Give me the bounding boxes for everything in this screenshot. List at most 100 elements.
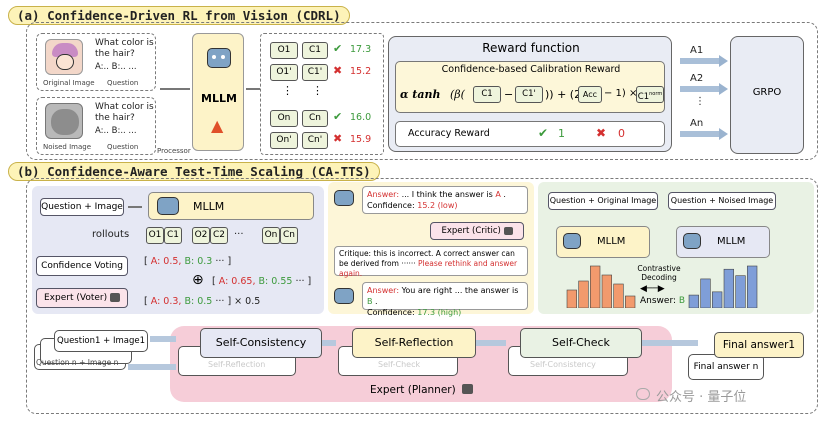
flow-arrow-3 bbox=[476, 340, 506, 346]
histogram-bar bbox=[712, 291, 723, 308]
part-a-title: (a) Confidence-Driven RL from Vision (CD… bbox=[8, 6, 350, 25]
contrastive-label: Contrastive Decoding bbox=[637, 264, 681, 282]
original-image-label: Original Image bbox=[43, 79, 95, 87]
output-ellipsis: ⋮ bbox=[695, 96, 705, 107]
check-icon: ✔ bbox=[333, 42, 343, 55]
expert-critic-label: Expert (Critic) bbox=[441, 226, 501, 236]
processor-label: Processor bbox=[157, 147, 191, 155]
stage3-ghost-label: Self-Consistency bbox=[530, 360, 596, 369]
question-image-pill: Question + Image bbox=[40, 198, 124, 216]
row4-output: On' bbox=[270, 132, 298, 149]
row2-score: 15.2 bbox=[350, 66, 372, 77]
check-icon: ✔ bbox=[333, 110, 343, 123]
question-back-label: Question n + Image n bbox=[36, 358, 119, 367]
check-icon: ✔ bbox=[538, 126, 549, 140]
arrow-an bbox=[680, 131, 720, 137]
final-answer-front: Final answer1 bbox=[714, 332, 804, 358]
stage2-ghost-label: Self-Check bbox=[378, 360, 421, 369]
self-consistency-box: Self-Consistency bbox=[200, 328, 322, 358]
flow-arrow-1 bbox=[150, 336, 176, 342]
rollout-cell-o2: O2 bbox=[192, 227, 210, 244]
formula-c1-norm: C1norm bbox=[636, 86, 664, 103]
accuracy-zero: 0 bbox=[618, 127, 625, 140]
row3-output: On bbox=[270, 110, 298, 127]
rollout-cell-c1: C1 bbox=[164, 227, 182, 244]
part-b-title: (b) Confidence-Aware Test-Time Scaling (… bbox=[8, 162, 380, 181]
arrow-a2-head bbox=[719, 83, 728, 95]
original-input-box: What color is the hair? A:.. B:.. ... Or… bbox=[36, 33, 156, 91]
expert-critic-pill: Expert (Critic) bbox=[430, 222, 524, 240]
robot-icon bbox=[334, 190, 354, 206]
histogram-bar bbox=[688, 294, 699, 308]
processor-arrow bbox=[160, 88, 190, 90]
reward-function-title: Reward function bbox=[482, 41, 580, 55]
formula-c1-prime: C1' bbox=[515, 86, 543, 103]
rollout-cell-cn: Cn bbox=[280, 227, 298, 244]
crosshair-icon: ⊕ bbox=[192, 272, 204, 288]
noised-options-text: A:.. B:.. ... bbox=[95, 126, 137, 136]
row1-score: 17.3 bbox=[350, 44, 372, 55]
reward-function-panel: Reward function Confidence-based Calibra… bbox=[388, 36, 672, 152]
accuracy-one: 1 bbox=[558, 127, 565, 140]
original-options-text: A:.. B:.. ... bbox=[95, 62, 137, 72]
rollout-cell-o1: O1 bbox=[146, 227, 164, 244]
formula-alpha-tanh: α tanh bbox=[400, 88, 441, 101]
vote-row-1: [ A: 0.5, B: 0.3 ··· ] bbox=[144, 256, 232, 267]
original-image bbox=[45, 39, 83, 75]
row1-conf: C1 bbox=[302, 42, 328, 59]
histogram-bar bbox=[735, 275, 746, 308]
mllm-vote-label: MLLM bbox=[193, 200, 225, 213]
contrastive-arrows: ◀──▶ bbox=[640, 284, 665, 294]
fire-icon: ▲ bbox=[211, 116, 224, 135]
answer-bubble-1: Answer: ... I think the answer is A . Co… bbox=[362, 186, 528, 214]
histogram-bar bbox=[723, 268, 734, 308]
grpo-box: GRPO bbox=[730, 36, 804, 154]
accuracy-reward-box: Accuracy Reward ✔ 1 ✖ 0 bbox=[395, 121, 665, 147]
output-an: An bbox=[690, 118, 704, 129]
arrow-a2 bbox=[680, 86, 720, 92]
formula-minus: − bbox=[504, 88, 514, 101]
mllm-left-label: MLLM bbox=[597, 236, 626, 247]
original-question-text: What color is the hair? bbox=[95, 38, 154, 59]
rollout-cell-c2: C2 bbox=[210, 227, 228, 244]
rows-ellipsis-2: ⋮ bbox=[312, 84, 323, 97]
robot-icon bbox=[334, 288, 354, 304]
noised-image bbox=[45, 103, 83, 139]
noised-input-box: What color is the hair? A:.. B:.. ... No… bbox=[36, 97, 156, 155]
hair-shape bbox=[52, 43, 78, 57]
robot-icon bbox=[503, 226, 513, 235]
part-b-frame bbox=[26, 178, 818, 414]
contrastive-answer: Answer: B bbox=[640, 296, 686, 306]
rollouts-label: rollouts bbox=[92, 229, 130, 240]
arrow-a1 bbox=[680, 58, 720, 64]
self-check-box: Self-Check bbox=[520, 328, 642, 358]
accuracy-reward-title: Accuracy Reward bbox=[408, 128, 490, 139]
wechat-icon bbox=[636, 388, 650, 400]
part-a-frame bbox=[26, 22, 818, 160]
question-label: Question bbox=[107, 79, 139, 87]
histogram-bar bbox=[590, 265, 601, 308]
watermark-text: 公众号 · 量子位 bbox=[656, 390, 747, 405]
histogram-bar bbox=[700, 278, 711, 308]
rollout-cell-on: On bbox=[262, 227, 280, 244]
formula-minus1: − 1) × bbox=[604, 88, 638, 99]
row3-score: 16.0 bbox=[350, 112, 372, 123]
noised-image-label: Noised Image bbox=[43, 143, 92, 151]
mllm-train-block: MLLM ▲ bbox=[192, 33, 244, 151]
histogram-bar bbox=[578, 280, 589, 308]
q-noised-pill: Question + Noised Image bbox=[668, 192, 776, 210]
vote-row-3: [ A: 0.3, B: 0.5 ··· ] × 0.5 bbox=[144, 296, 261, 307]
arrow-a1-head bbox=[719, 55, 728, 67]
row1-output: O1 bbox=[270, 42, 298, 59]
noise-blob bbox=[51, 109, 79, 135]
histogram-bar bbox=[601, 274, 612, 308]
q-original-pill: Question + Original Image bbox=[548, 192, 658, 210]
rollout-scores-panel bbox=[260, 33, 384, 155]
mllm-vote-block: MLLM bbox=[148, 192, 314, 220]
mllm-right-block: MLLM bbox=[676, 226, 770, 258]
rollout-ellipsis: ··· bbox=[234, 229, 244, 240]
histogram-bar bbox=[747, 265, 758, 308]
robot-icon bbox=[157, 197, 179, 215]
mllm-to-rollouts-line bbox=[246, 88, 260, 90]
mllm-left-block: MLLM bbox=[556, 226, 650, 258]
